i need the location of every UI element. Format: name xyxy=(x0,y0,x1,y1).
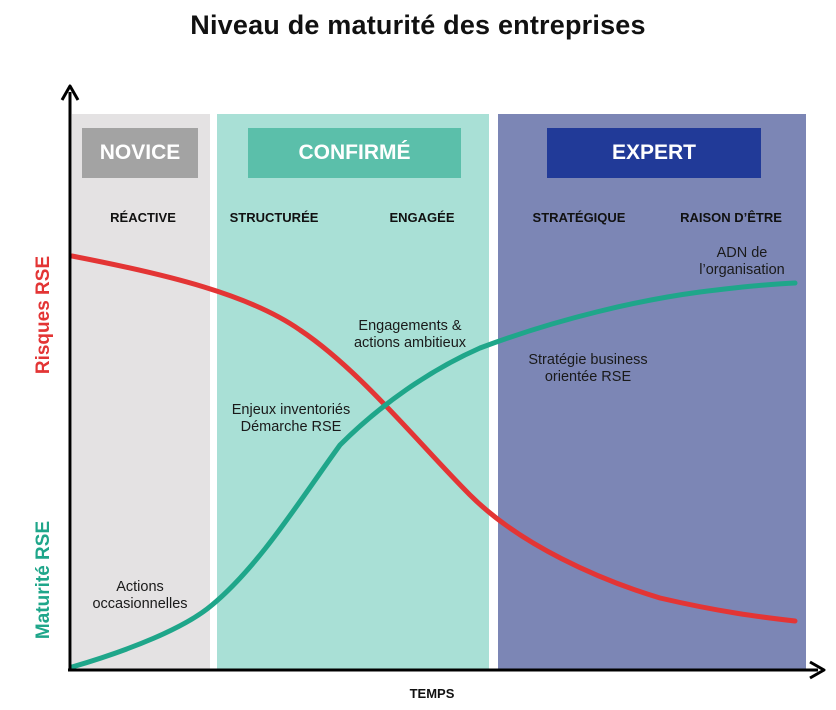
annotation-engagements: Engagements & actions ambitieux xyxy=(353,318,467,351)
novice-badge: NOVICE xyxy=(82,128,198,178)
stage-reactive: RÉACTIVE xyxy=(110,210,176,225)
stage-structuree: STRUCTURÉE xyxy=(229,210,319,225)
annotation-actions-occasionnelles: Actions occasionnelles xyxy=(92,579,188,612)
maturity-curve xyxy=(69,280,798,670)
confirme-zone xyxy=(217,114,489,669)
risk-curve xyxy=(69,253,798,624)
annotation-adn-organisation: ADN de l’organisation xyxy=(699,245,785,278)
novice-zone xyxy=(72,114,210,669)
x-axis-label: TEMPS xyxy=(409,686,455,701)
expert-badge: EXPERT xyxy=(547,128,761,178)
diagram-title: Niveau de maturité des entreprises xyxy=(190,10,646,40)
x-axis xyxy=(68,660,826,680)
stage-engagee: ENGAGÉE xyxy=(389,210,455,225)
stage-strategique: STRATÉGIQUE xyxy=(532,210,626,225)
stage-raison-etre: RAISON D’ÊTRE xyxy=(680,210,782,225)
y-axis xyxy=(60,84,80,671)
annotation-enjeux-inventories: Enjeux inventoriés Démarche RSE xyxy=(231,402,351,435)
y-axis-label-maturite: Maturité RSE xyxy=(33,520,54,640)
y-axis-label-risques: Risques RSE xyxy=(33,255,54,375)
confirme-badge: CONFIRMÉ xyxy=(248,128,461,178)
expert-zone xyxy=(498,114,806,669)
annotation-strategie-business: Stratégie business orientée RSE xyxy=(528,352,648,385)
